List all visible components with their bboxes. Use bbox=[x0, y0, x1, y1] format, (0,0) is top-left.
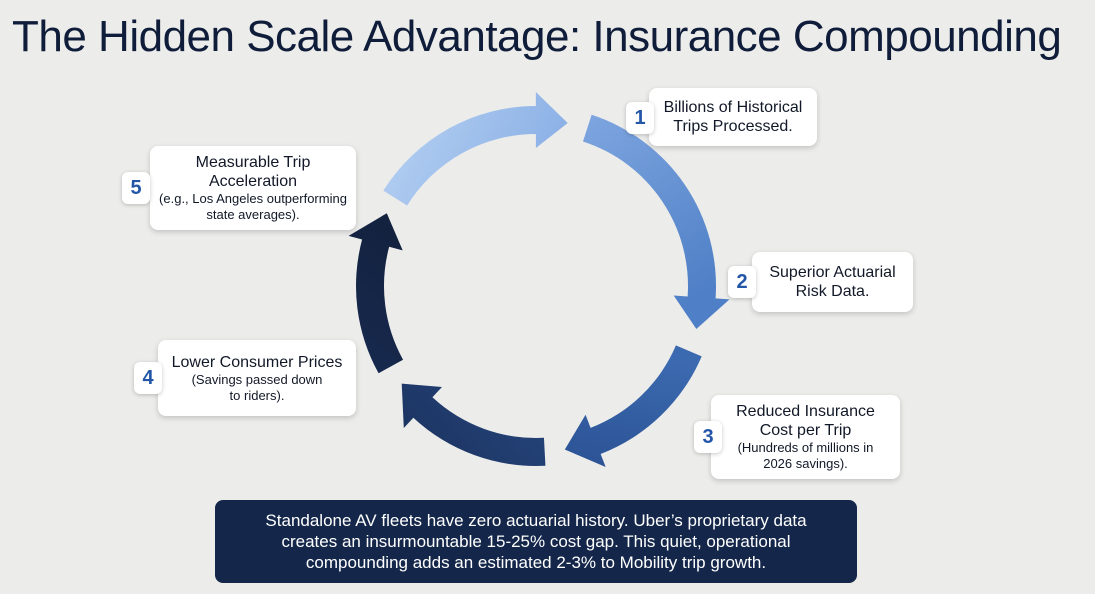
arrow-1-to-2 bbox=[582, 114, 730, 329]
step-4-card: Lower Consumer Prices (Savings passed do… bbox=[158, 340, 356, 416]
step-4-number-badge: 4 bbox=[134, 362, 162, 394]
step-5-subtext: (e.g., Los Angeles outperforming state a… bbox=[159, 191, 347, 222]
step-2-card: Superior Actuarial Risk Data. bbox=[752, 252, 913, 312]
step-4-subtext: (Savings passed down to riders). bbox=[191, 371, 323, 403]
summary-callout: Standalone AV fleets have zero actuarial… bbox=[215, 500, 857, 583]
step-2-heading: Superior Actuarial Risk Data. bbox=[769, 264, 896, 300]
step-3-subtext: (Hundreds of millions in 2026 savings). bbox=[737, 440, 874, 471]
step-3-card: Reduced Insurance Cost per Trip (Hundred… bbox=[711, 395, 900, 479]
arrow-4-to-5 bbox=[348, 213, 404, 374]
arrow-3-to-4 bbox=[401, 383, 546, 466]
step-3-number-badge: 3 bbox=[694, 421, 722, 453]
step-4-heading: Lower Consumer Prices bbox=[171, 353, 343, 371]
step-5-card: Measurable Trip Acceleration (e.g., Los … bbox=[150, 146, 356, 230]
arrow-2-to-3 bbox=[564, 345, 702, 468]
step-1-heading: Billions of Historical Trips Processed. bbox=[663, 99, 803, 135]
step-5-number-badge: 5 bbox=[122, 172, 150, 204]
page-title: The Hidden Scale Advantage: Insurance Co… bbox=[12, 12, 1062, 61]
step-1-card: Billions of Historical Trips Processed. bbox=[649, 88, 817, 146]
step-3-heading: Reduced Insurance Cost per Trip bbox=[736, 403, 875, 439]
step-5-heading: Measurable Trip Acceleration bbox=[195, 154, 311, 190]
step-2-number-badge: 2 bbox=[728, 266, 756, 298]
step-1-number-badge: 1 bbox=[626, 102, 654, 134]
arrow-5-to-1 bbox=[383, 92, 568, 206]
